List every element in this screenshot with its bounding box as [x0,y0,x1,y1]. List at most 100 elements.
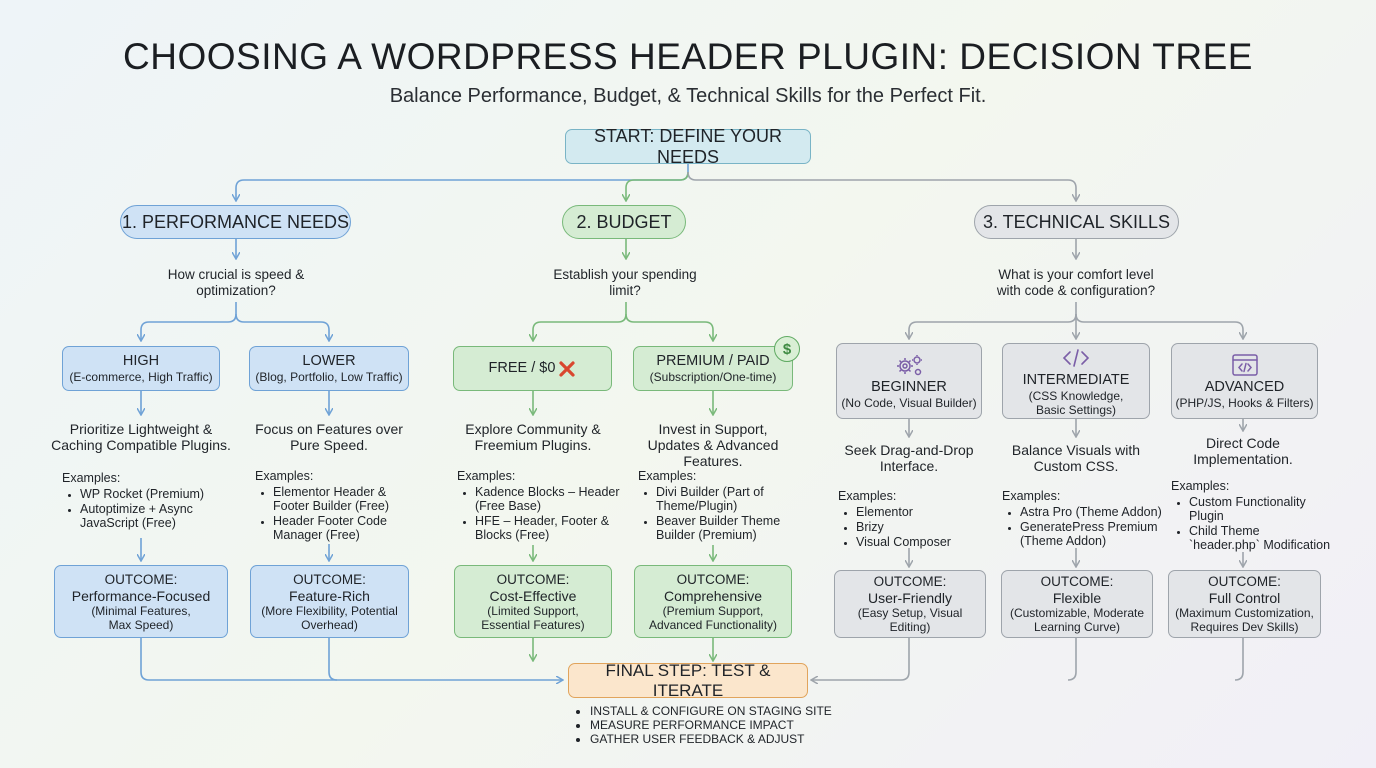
intermediate-example-item: GeneratePress Premium (Theme Addon) [1020,520,1164,548]
premium-examples: Examples: Divi Builder (Part of Theme/Pl… [638,469,788,543]
outcome-note: (More Flexibility, Potential Overhead) [261,603,398,632]
lower-performance-node: LOWER (Blog, Portfolio, Low Traffic) [249,346,409,391]
outcome-title: User-Friendly [867,590,952,606]
free-examples: Examples: Kadence Blocks – Header (Free … [457,469,627,543]
premium-subtitle: (Subscription/One-time) [649,370,777,384]
intermediate-description: Balance Visuals with Custom CSS. [1011,442,1141,474]
free-examples-label: Examples: [457,469,516,483]
outcome-note: (Maximum Customization, Requires Dev Ski… [1175,606,1314,634]
outcome-title: Feature-Rich [289,587,370,604]
outcome-label: OUTCOME: [676,571,750,587]
advanced-subtitle: (PHP/JS, Hooks & Filters) [1175,395,1314,410]
page-subtitle: Balance Performance, Budget, & Technical… [389,85,987,107]
beginner-title: BEGINNER [871,378,947,395]
outcome-user-friendly: OUTCOME: User-Friendly (Easy Setup, Visu… [834,570,986,638]
cross-mark-icon [559,360,576,377]
code-brackets-icon [1062,348,1090,367]
final-step-item: MEASURE PERFORMANCE IMPACT [590,718,834,732]
high-examples: Examples: WP Rocket (Premium) Autoptimiz… [62,471,242,531]
final-step-node: FINAL STEP: TEST & ITERATE [568,661,808,700]
outcome-cost-effective: OUTCOME: Cost-Effective (Limited Support… [454,565,612,638]
beginner-examples: Examples: Elementor Brizy Visual Compose… [838,489,978,550]
beginner-examples-label: Examples: [838,489,897,503]
dollar-badge-icon: $ [774,336,800,362]
outcome-feature-rich: OUTCOME: Feature-Rich (More Flexibility,… [250,565,409,638]
outcome-note: (Easy Setup, Visual Editing) [857,606,963,634]
outcome-label: OUTCOME: [293,571,366,587]
beginner-example-item: Brizy [856,520,978,534]
high-example-item: Autoptimize + Async JavaScript (Free) [80,502,242,530]
advanced-example-item: Child Theme `header.php` Modification [1189,524,1331,552]
outcome-title: Comprehensive [663,587,763,604]
beginner-node: BEGINNER (No Code, Visual Builder) [836,343,982,419]
premium-title: PREMIUM / PAID [656,353,770,369]
high-example-item: WP Rocket (Premium) [80,487,242,501]
intermediate-subtitle: (CSS Knowledge, Basic Settings) [1028,388,1124,417]
outcome-label: OUTCOME: [104,571,178,587]
outcome-label: OUTCOME: [873,574,947,589]
beginner-example-item: Elementor [856,505,978,519]
gears-icon [897,354,922,375]
final-step-item: GATHER USER FEEDBACK & ADJUST [590,732,834,746]
high-examples-label: Examples: [62,471,121,485]
intermediate-title: INTERMEDIATE [1022,371,1130,388]
outcome-full-control: OUTCOME: Full Control (Maximum Customiza… [1168,570,1321,638]
budget-question: Establish your spending limit? [553,267,697,298]
performance-question: How crucial is speed & optimization? [167,267,305,298]
free-example-item: HFE – Header, Footer & Blocks (Free) [475,514,627,542]
code-window-icon [1231,353,1258,376]
advanced-examples: Examples: Custom Functionality Plugin Ch… [1171,479,1331,553]
outcome-label: OUTCOME: [1208,574,1281,589]
free-description: Explore Community & Freemium Plugins. [465,421,601,453]
intermediate-node: INTERMEDIATE (CSS Knowledge, Basic Setti… [1002,343,1150,419]
premium-examples-label: Examples: [638,469,697,483]
page-title: CHOOSING A WORDPRESS HEADER PLUGIN: DECI… [123,36,1253,77]
premium-example-item: Beaver Builder Theme Builder (Premium) [656,514,788,542]
outcome-performance-focused: OUTCOME: Performance-Focused (Minimal Fe… [54,565,228,638]
intermediate-examples: Examples: Astra Pro (Theme Addon) Genera… [1002,489,1164,549]
intermediate-examples-label: Examples: [1002,489,1061,503]
advanced-title: ADVANCED [1204,378,1285,395]
outcome-note: (Premium Support, Advanced Functionality… [648,603,778,632]
free-example-item: Kadence Blocks – Header (Free Base) [475,485,627,513]
technical-skills-node: 3. TECHNICAL SKILLS [974,205,1179,239]
advanced-examples-label: Examples: [1171,479,1230,493]
beginner-subtitle: (No Code, Visual Builder) [841,395,977,410]
skills-question: What is your comfort level with code & c… [996,267,1156,298]
free-title: FREE / $0 [488,360,556,376]
intermediate-example-item: Astra Pro (Theme Addon) [1020,505,1164,519]
beginner-example-item: Visual Composer [856,535,978,549]
lower-subtitle: (Blog, Portfolio, Low Traffic) [255,370,403,384]
premium-example-item: Divi Builder (Part of Theme/Plugin) [656,485,788,513]
lower-examples-label: Examples: [255,469,314,483]
lower-example-item: Elementor Header & Footer Builder (Free) [273,485,425,513]
outcome-comprehensive: OUTCOME: Comprehensive (Premium Support,… [634,565,792,638]
outcome-note: (Customizable, Moderate Learning Curve) [1009,606,1145,634]
advanced-example-item: Custom Functionality Plugin [1189,495,1331,523]
lower-description: Focus on Features over Pure Speed. [255,421,403,453]
advanced-description: Direct Code Implementation. [1193,435,1293,467]
outcome-label: OUTCOME: [496,571,570,587]
lower-examples: Examples: Elementor Header & Footer Buil… [255,469,425,543]
lower-title: LOWER [302,353,356,369]
high-subtitle: (E-commerce, High Traffic) [69,370,213,384]
high-title: HIGH [122,353,160,369]
outcome-title: Full Control [1208,590,1281,606]
performance-needs-node: 1. PERFORMANCE NEEDS [120,205,351,239]
final-step-item: INSTALL & CONFIGURE ON STAGING SITE [590,704,834,718]
high-description: Prioritize Lightweight & Caching Compati… [51,421,231,453]
outcome-label: OUTCOME: [1040,574,1114,589]
premium-description: Invest in Support, Updates & Advanced Fe… [647,421,779,469]
outcome-note: (Minimal Features, Max Speed) [91,603,191,632]
advanced-node: ADVANCED (PHP/JS, Hooks & Filters) [1171,343,1318,419]
outcome-note: (Limited Support, Essential Features) [481,603,585,632]
start-node: START: DEFINE YOUR NEEDS [565,126,811,167]
outcome-title: Flexible [1052,590,1102,606]
outcome-title: Cost-Effective [489,587,577,604]
high-performance-node: HIGH (E-commerce, High Traffic) [62,346,220,391]
free-budget-node: FREE / $0 [453,346,612,391]
premium-budget-node: PREMIUM / PAID (Subscription/One-time) [633,346,793,391]
outcome-flexible: OUTCOME: Flexible (Customizable, Moderat… [1001,570,1153,638]
beginner-description: Seek Drag-and-Drop Interface. [844,442,974,474]
final-steps-list: INSTALL & CONFIGURE ON STAGING SITE MEAS… [574,704,834,746]
